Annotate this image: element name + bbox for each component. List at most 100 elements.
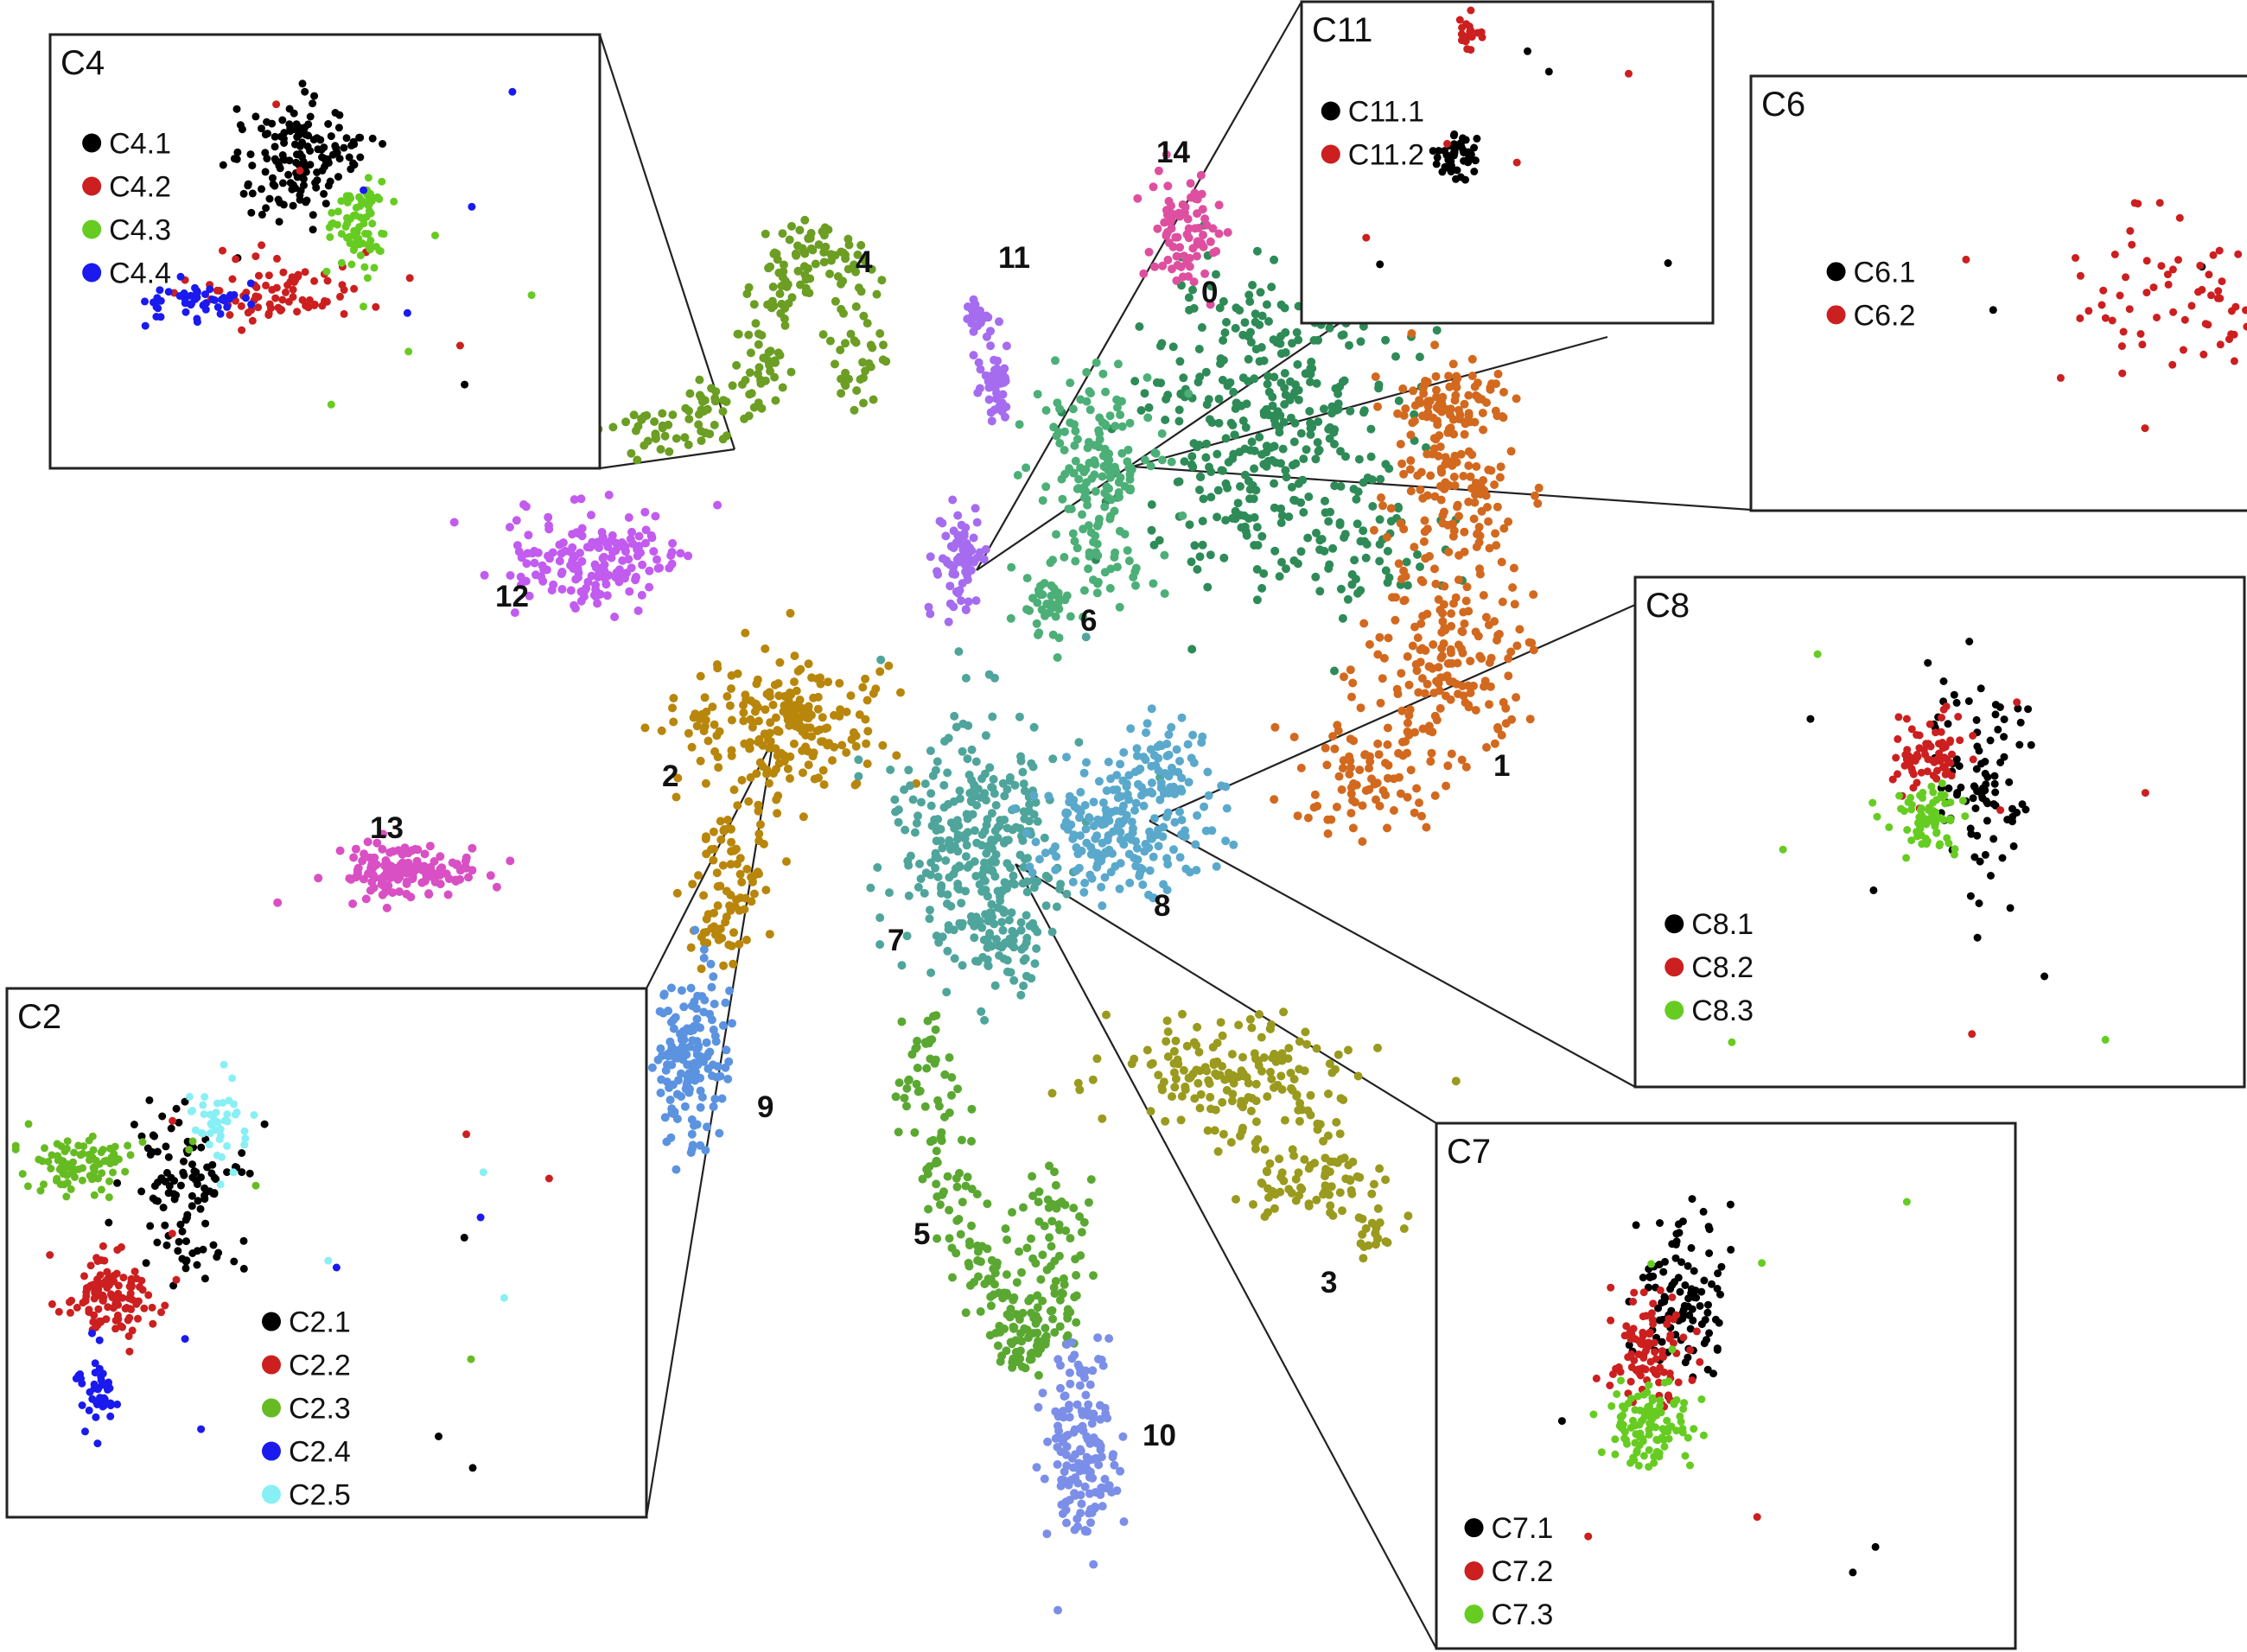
cluster-point: [1040, 833, 1049, 842]
cluster-point: [1062, 1518, 1071, 1528]
subcluster-point: [1938, 739, 1946, 747]
cluster-point: [825, 336, 835, 346]
cluster-point: [1291, 1174, 1301, 1184]
subcluster-point: [223, 302, 232, 311]
cluster-point: [804, 264, 812, 273]
cluster-point: [1138, 880, 1148, 889]
cluster-point: [449, 518, 459, 527]
cluster-point: [1311, 454, 1321, 464]
cluster-point: [869, 689, 878, 698]
subcluster-point: [1976, 684, 1985, 693]
subcluster-point: [324, 120, 333, 128]
cluster-point: [1222, 804, 1232, 813]
cluster-point: [1065, 1368, 1074, 1377]
cluster-point: [1354, 454, 1364, 464]
subcluster-point: [258, 210, 266, 219]
cluster-point: [1361, 553, 1371, 562]
subcluster-point: [2013, 809, 2021, 816]
cluster-point: [972, 1241, 982, 1250]
cluster-point: [1195, 552, 1205, 562]
subcluster-point: [1438, 168, 1447, 176]
inset-frame: [1300, 0, 1715, 325]
subcluster-point: [2234, 250, 2243, 258]
cluster-point: [1304, 1199, 1314, 1209]
cluster-point: [1218, 1031, 1227, 1040]
cluster-point: [1162, 1016, 1172, 1026]
subcluster-point: [219, 161, 227, 169]
cluster-label-2: 2: [662, 759, 678, 793]
subcluster-c11-2-points: [1362, 6, 1633, 242]
cluster-point: [1015, 850, 1025, 860]
cluster-point: [1375, 1164, 1384, 1173]
cluster-point: [1280, 1115, 1289, 1125]
cluster-point: [1321, 1165, 1331, 1174]
subcluster-point: [2006, 904, 2015, 912]
cluster-point: [1498, 597, 1507, 607]
cluster-point: [906, 781, 915, 791]
subcluster-point: [327, 400, 335, 409]
cluster-point: [1251, 1079, 1261, 1089]
cluster-point: [1042, 1529, 1052, 1539]
cluster-point: [841, 250, 850, 259]
cluster-point: [692, 721, 702, 731]
cluster-label-1: 1: [1493, 749, 1510, 783]
cluster-point: [402, 879, 411, 888]
cluster-point: [461, 853, 471, 862]
cluster-point: [1223, 228, 1232, 237]
subcluster-point: [181, 295, 189, 303]
cluster-point: [1013, 471, 1022, 480]
cluster-point: [1028, 875, 1038, 885]
cluster-point: [1133, 194, 1143, 203]
cluster-point: [856, 240, 866, 250]
cluster-point: [1531, 491, 1539, 500]
cluster-point: [1444, 547, 1454, 556]
cluster-point: [544, 512, 553, 522]
cluster-point: [1048, 630, 1058, 639]
cluster-point: [1534, 483, 1544, 492]
cluster-point: [1506, 447, 1516, 456]
cluster-point: [1082, 367, 1092, 377]
cluster-point: [701, 778, 710, 788]
cluster-point: [692, 1120, 702, 1129]
cluster-point: [408, 874, 417, 883]
cluster-point: [1296, 763, 1306, 772]
cluster-point: [1455, 405, 1463, 415]
cluster-point: [1405, 705, 1415, 715]
subcluster-point: [1925, 804, 1933, 812]
cluster-point: [997, 886, 1007, 895]
subcluster-point: [292, 158, 301, 167]
cluster-point: [566, 561, 576, 570]
cluster-point: [1301, 369, 1310, 378]
subcluster-point: [201, 1219, 210, 1228]
subcluster-point: [366, 236, 375, 245]
cluster-point: [1056, 1447, 1066, 1457]
cluster-point: [926, 870, 935, 880]
subcluster-point: [146, 1222, 155, 1230]
subcluster-point: [201, 290, 209, 299]
subcluster-point: [95, 1317, 104, 1325]
cluster-point: [1040, 1474, 1049, 1484]
cluster-point: [948, 569, 958, 579]
cluster-point: [977, 774, 986, 784]
cluster-point: [1262, 1166, 1271, 1176]
cluster-point: [1310, 1159, 1320, 1168]
cluster-point: [863, 759, 872, 768]
cluster-point: [708, 702, 717, 712]
cluster-point: [1102, 1010, 1111, 1020]
subcluster-point: [2136, 330, 2145, 338]
cluster-point: [999, 908, 1009, 918]
cluster-point: [942, 988, 952, 997]
cluster-point: [1194, 1047, 1204, 1057]
cluster-point: [1111, 422, 1120, 431]
cluster-point: [1276, 378, 1286, 388]
cluster-point: [1335, 520, 1345, 530]
cluster-point: [1257, 1178, 1266, 1187]
cluster-point: [1100, 1474, 1110, 1484]
cluster-point: [664, 1007, 673, 1015]
cluster-point: [773, 679, 783, 688]
subcluster-point: [172, 1275, 181, 1284]
cluster-point: [1023, 854, 1032, 863]
cluster-point: [1426, 757, 1435, 766]
cluster-point: [1202, 220, 1212, 230]
cluster-point: [1160, 218, 1169, 227]
